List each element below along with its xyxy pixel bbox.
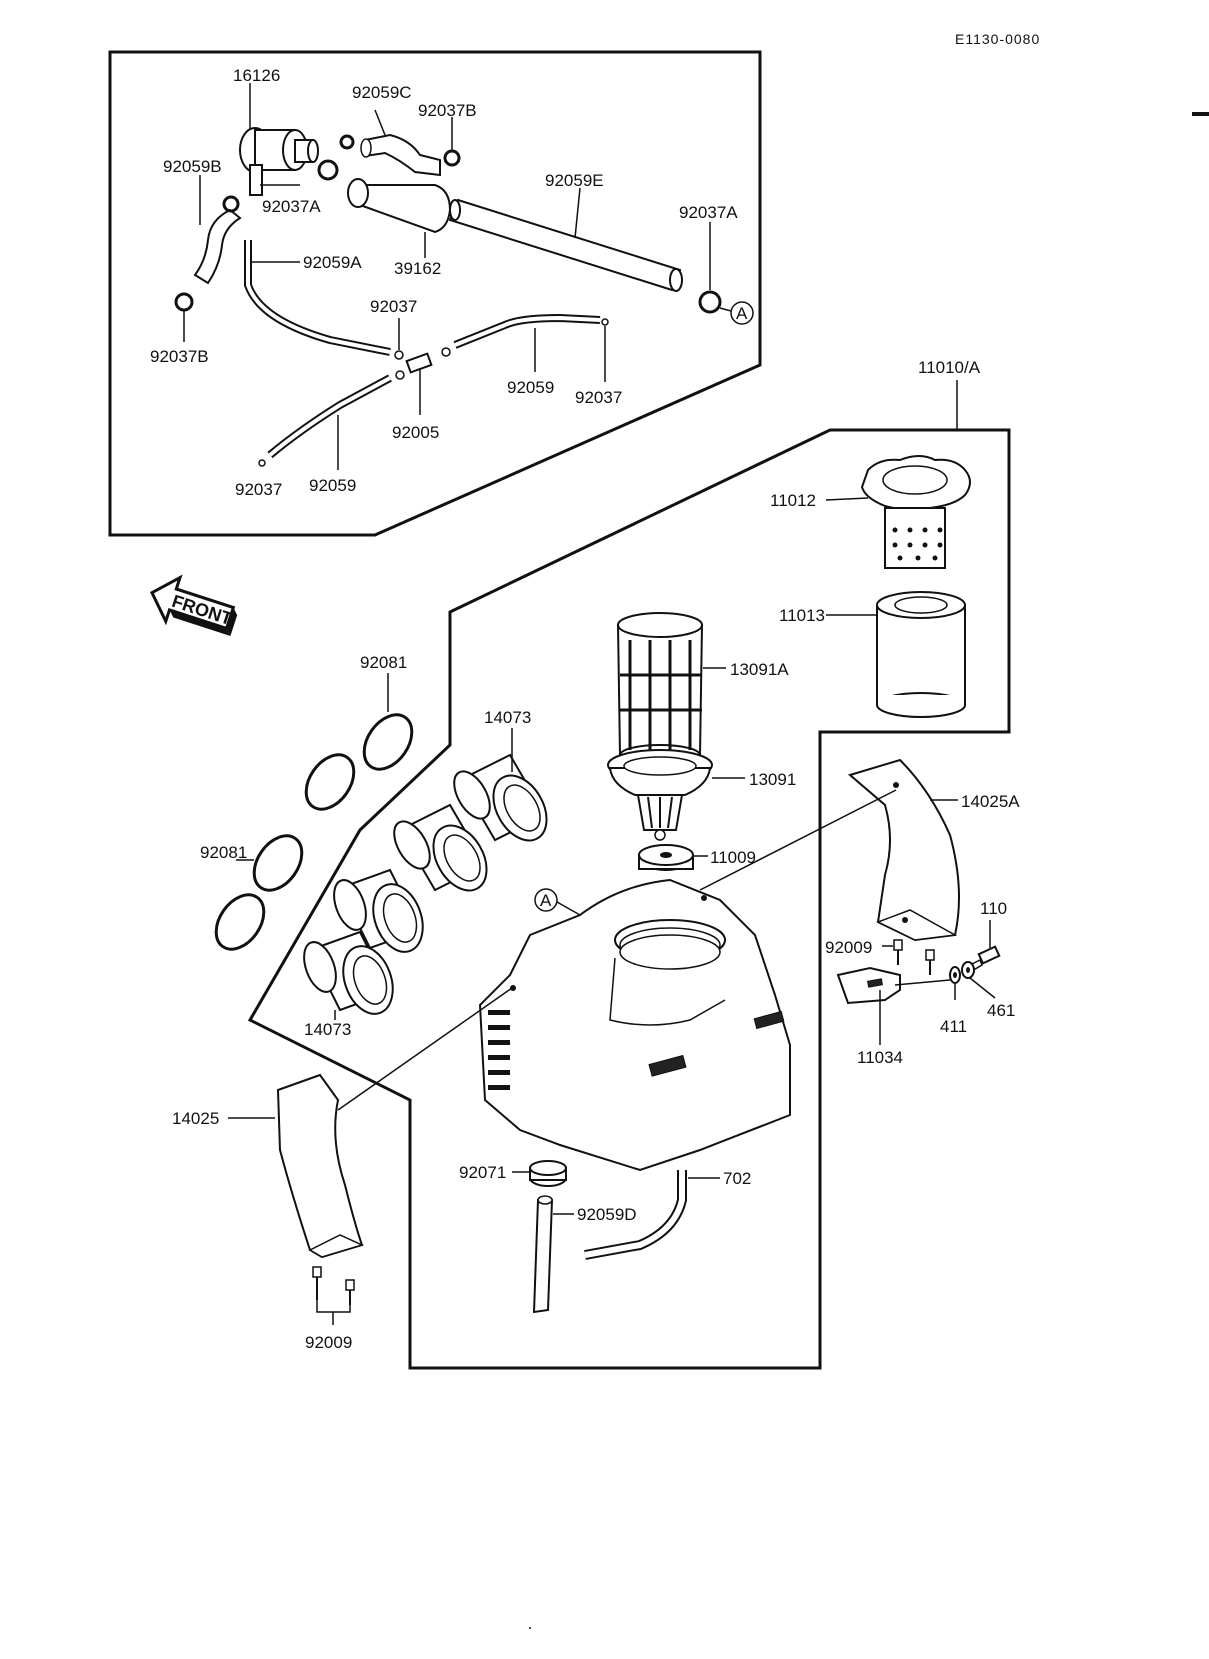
label-461: 461 [987,1001,1015,1020]
clip-92037-mid [394,350,404,360]
air-cleaner-group-frame [247,428,1011,1370]
hose-92059B [193,175,242,285]
air-cleaner-housing [478,878,791,1172]
label-92037-right: 92037 [575,388,622,407]
marker-A-top-circle [730,301,754,325]
label-92081-left: 92081 [200,843,247,862]
label-14073-top: 14073 [484,708,531,727]
label-11009: 11009 [710,848,756,867]
housing-13091 [607,749,745,841]
label-92009-right: 92009 [825,938,872,957]
label-92081-top: 92081 [360,653,407,672]
label-92059-bottom: 92059 [309,476,356,495]
o-ring-92081-2 [304,753,356,811]
label-92059A: 92059A [303,253,362,272]
hose-92059D [532,1195,574,1314]
clamp-92037A-small [222,195,240,213]
intake-boot-14073-1 [453,728,548,842]
document-ref-code: E1130-0080 [955,31,1040,47]
clip-92037-right [601,318,609,326]
page-speck [529,1627,531,1629]
edge-mark [1192,112,1209,116]
label-110: 110 [980,899,1007,918]
tee-fitting-92005 [405,352,433,415]
label-14025A: 14025A [961,792,1020,811]
bracket-14025 [228,987,513,1259]
filter-element-11013 [826,591,966,718]
intake-boot-14073-4 [303,930,394,1020]
hose-92059-right [453,313,601,372]
hose-92059E [448,187,683,292]
marker-A-tank-circle [534,888,558,912]
label-92005: 92005 [392,423,439,442]
breather-group-frame [108,50,762,537]
label-13091A: 13091A [730,660,789,679]
clamp-92037A-right [698,290,722,314]
label-92037-bottom: 92037 [235,480,282,499]
clip-92037-bottom [258,459,266,467]
label-16126: 16126 [233,66,280,85]
hose-92059C [360,109,441,177]
label-13091: 13091 [749,770,796,789]
clamp-92037A-left [317,159,339,181]
cap-92071 [512,1160,567,1187]
bolt-92009-bottom-1 [312,1266,322,1300]
o-ring-92081-3 [252,834,304,892]
bolt-92009-right-1 [893,939,903,965]
label-39162: 39162 [394,259,441,278]
label-92059E: 92059E [545,171,604,190]
label-92059C: 92059C [352,83,412,102]
o-ring-92081-1 [362,713,414,771]
breather-valve-16126 [239,83,319,196]
clamp-92037B-top [443,149,461,167]
intake-boot-14073-2 [393,803,488,892]
bolt-92009-right-2 [925,949,935,975]
label-92009-bottom: 92009 [305,1333,352,1352]
clamp-92037B-left [174,292,194,312]
label-11012: 11012 [770,491,816,510]
label-92037A-left: 92037A [262,197,321,216]
o-ring-92081-4 [214,893,266,951]
clip-92037-lower [395,370,405,380]
label-92037B-left: 92037B [150,347,209,366]
label-92059D: 92059D [577,1205,637,1224]
bracket-14025A [699,758,960,942]
intake-boot-14073-3 [333,868,424,953]
clamp-92037B-top-left [339,134,355,150]
separator-39162 [347,178,452,258]
bolt-92009-bottom-2 [345,1279,355,1305]
tube-702 [584,1170,720,1260]
label-92037B-top: 92037B [418,101,477,120]
label-411: 411 [940,1017,967,1036]
label-14073-bottom: 14073 [304,1020,351,1039]
label-702: 702 [723,1169,751,1188]
hose-92059-bottom [267,374,392,470]
cap-11012 [825,455,971,569]
label-92071: 92071 [459,1163,506,1182]
bracket-11034 [836,966,951,1045]
grommet-11009 [638,844,708,871]
label-marker-A-top: A [736,304,748,323]
label-11034: 11034 [857,1048,903,1067]
label-92037-mid: 92037 [370,297,417,316]
label-92059B: 92059B [163,157,222,176]
label-11010A: 11010/A [918,358,981,377]
label-marker-A-tank: A [540,891,552,910]
label-14025: 14025 [172,1109,219,1128]
clip-92037-small [441,347,451,357]
hose-92059A [244,240,391,356]
screen-13091A [616,612,726,766]
front-arrow-icon: FRONT [149,574,238,637]
label-92037A-right: 92037A [679,203,738,222]
label-11013: 11013 [779,606,825,625]
label-92059-right: 92059 [507,378,554,397]
